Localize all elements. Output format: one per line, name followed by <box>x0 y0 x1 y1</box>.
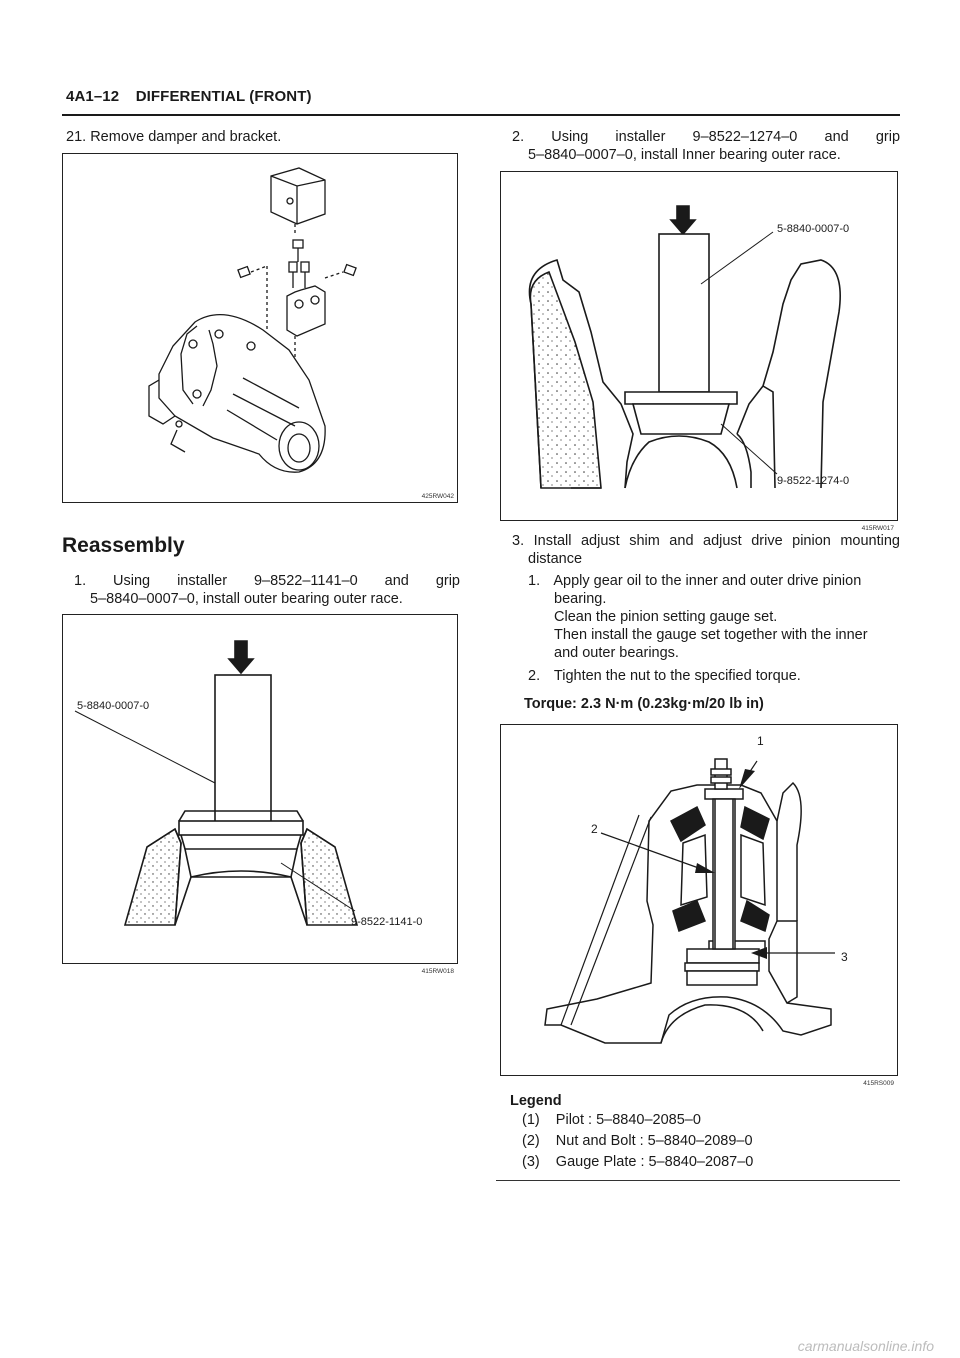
step-number: 1. <box>74 573 87 589</box>
step-21: 21. Remove damper and bracket. <box>66 128 462 146</box>
substep-number: 2. <box>528 668 541 684</box>
substep-line2: bearing. <box>554 591 607 607</box>
step-text-line1: Using installer 9–8522–1274–0 and grip <box>551 129 901 145</box>
substep-2: 2. Tighten the nut to the specified torq… <box>528 667 900 685</box>
step-text-line2: 5–8840–0007–0, install Inner bearing out… <box>528 147 841 163</box>
tool-label-grip: 5-8840-0007-0 <box>77 700 149 712</box>
substep-text: Tighten the nut to the specified torque. <box>553 668 801 684</box>
figure-id: 415RW017 <box>861 525 894 532</box>
legend-item-number: (2) <box>522 1133 540 1149</box>
legend-item: (3) Gauge Plate : 5–8840–2087–0 <box>522 1153 898 1171</box>
legend-item-number: (3) <box>522 1154 540 1170</box>
substep-number: 1. <box>528 573 541 589</box>
watermark: carmanualsonline.info <box>797 1338 934 1354</box>
section-title: DIFFERENTIAL (FRONT) <box>135 88 312 105</box>
step-3-adjust-shim: 3. Install adjust shim and adjust drive … <box>512 532 900 568</box>
figure-id: 415RS009 <box>863 1080 894 1087</box>
step-number: 3. <box>512 533 525 549</box>
outer-race-installer-illustration: 5-8840-0007-0 9-8522-1141-0 <box>74 640 422 928</box>
callout-1: 1 <box>757 734 764 748</box>
substep-line1: Apply gear oil to the inner and outer dr… <box>553 573 862 589</box>
legend-item-number: (1) <box>522 1112 540 1128</box>
inner-race-installer-illustration: 5-8840-0007-0 9-8522-1274-0 <box>528 205 849 489</box>
torque-spec: Torque: 2.3 N·m (0.23kg·m/20 lb in) <box>524 696 764 712</box>
tool-label-installer: 9-8522-1141-0 <box>351 916 422 928</box>
legend-title: Legend <box>510 1093 562 1109</box>
substep-1: 1. Apply gear oil to the inner and outer… <box>528 572 900 662</box>
callout-2: 2 <box>591 822 598 836</box>
legend-list: (1) Pilot : 5–8840–2085–0 (2) Nut and Bo… <box>522 1111 898 1171</box>
tool-label-grip: 5-8840-0007-0 <box>777 223 849 235</box>
step-text: Remove damper and bracket. <box>90 129 282 145</box>
step-text-line1: Using installer 9–8522–1141–0 and grip <box>113 573 461 589</box>
step-number: 21. <box>66 129 87 145</box>
step-number: 2. <box>512 129 525 145</box>
figure-outer-bearing-install: 5-8840-0007-0 9-8522-1141-0 415RW018 <box>62 614 458 975</box>
step-text-line2: distance <box>528 551 583 567</box>
substep-line3: Clean the pinion setting gauge set. <box>554 609 778 625</box>
figure-id: 415RW018 <box>421 968 454 975</box>
header-rule <box>62 114 900 116</box>
legend-item: (2) Nut and Bolt : 5–8840–2089–0 <box>522 1132 898 1150</box>
substep-line5: and outer bearings. <box>554 645 679 661</box>
figure-damper-bracket: 425RW042 <box>62 153 458 503</box>
figure-pinion-gauge-set: 1 2 3 415RS009 <box>500 724 898 1087</box>
step-2-inner-race: 2. Using installer 9–8522–1274–0 and gri… <box>512 128 900 164</box>
legend-rule <box>496 1180 900 1181</box>
legend-item-text: Nut and Bolt : 5–8840–2089–0 <box>555 1133 753 1149</box>
step-text-line2: 5–8840–0007–0, install outer bearing out… <box>90 591 403 607</box>
section-number: 4A1–12 <box>66 88 120 105</box>
page-header: 4A1–12 DIFFERENTIAL (FRONT) <box>66 88 312 105</box>
damper-bracket-illustration <box>148 167 357 473</box>
figure-id: 425RW042 <box>421 493 454 500</box>
legend-item: (1) Pilot : 5–8840–2085–0 <box>522 1111 898 1129</box>
step-text-line1: Install adjust shim and adjust drive pin… <box>533 533 900 549</box>
step-1-reassembly: 1. Using installer 9–8522–1141–0 and gri… <box>74 572 460 608</box>
callout-3: 3 <box>841 950 848 964</box>
tool-label-installer: 9-8522-1274-0 <box>777 475 849 487</box>
legend-item-text: Gauge Plate : 5–8840–2087–0 <box>555 1154 754 1170</box>
section-heading: Reassembly <box>62 534 185 557</box>
figure-inner-bearing-install: 5-8840-0007-0 9-8522-1274-0 415RW017 <box>500 171 898 532</box>
substep-line4: Then install the gauge set together with… <box>554 627 868 643</box>
pinion-gauge-illustration: 1 2 3 <box>544 734 848 1044</box>
legend-item-text: Pilot : 5–8840–2085–0 <box>555 1112 701 1128</box>
